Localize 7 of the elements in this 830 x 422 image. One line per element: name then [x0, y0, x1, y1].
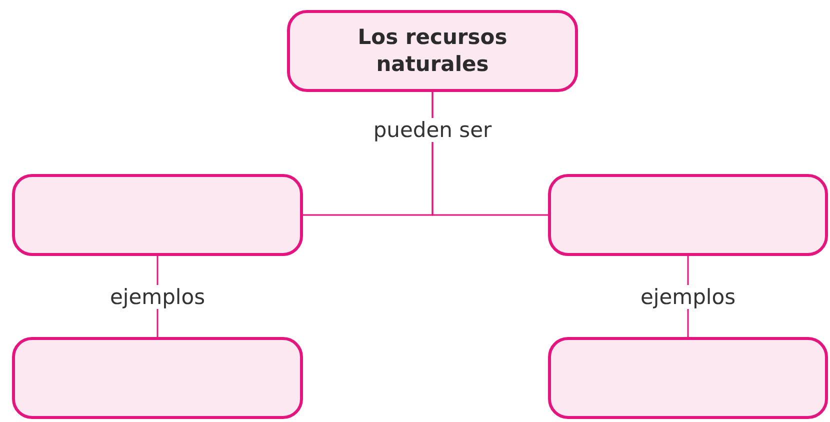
empty-box: [12, 174, 303, 256]
topic-box: [287, 10, 578, 92]
topic-title: Los recursos naturales: [356, 24, 508, 78]
empty-box: [548, 174, 828, 256]
connector-line: [432, 92, 548, 216]
empty-box: [12, 337, 303, 419]
empty-box: [548, 337, 828, 419]
